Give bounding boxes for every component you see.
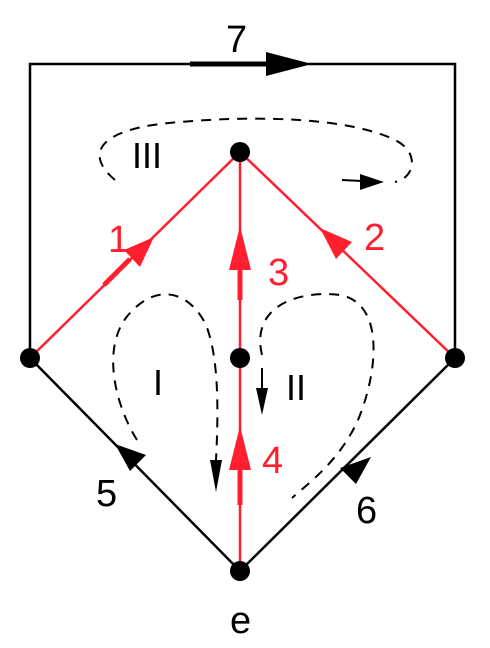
edge-7 [28, 62, 457, 358]
edge-3-arrow [229, 226, 251, 270]
edge-1-arrow [124, 237, 154, 267]
loop-ii-arrow [256, 388, 268, 415]
vertex-bottom [230, 561, 250, 581]
edge-7-arrow [266, 52, 312, 76]
vertex-top [230, 142, 250, 162]
loop-iii-label: III [132, 135, 162, 176]
edge-1-label: 1 [108, 219, 129, 261]
edge-2-arrow [320, 228, 352, 259]
edge-4-label: 4 [262, 440, 283, 482]
edge-5-arrow [115, 444, 146, 471]
loop-i-arrow [210, 460, 222, 492]
vertex-left [20, 348, 40, 368]
edge-6-arrow [340, 457, 371, 484]
edge-2-label: 2 [364, 217, 385, 259]
vertex-right [445, 348, 465, 368]
loop-iii-arrow-shaft [341, 179, 363, 182]
loop-ii-label: II [286, 367, 306, 408]
vertex-center [230, 348, 250, 368]
edge-2 [239, 151, 456, 359]
edge-3-label: 3 [268, 252, 289, 294]
edge-7-label: 7 [226, 19, 247, 61]
loop-i-path [112, 293, 219, 461]
edge-6-label: 6 [356, 490, 377, 532]
loop-iii-arrow [360, 174, 384, 190]
edge-6 [239, 357, 456, 572]
edge-5-label: 5 [96, 473, 117, 515]
edge-1-arrow-shaft [102, 257, 132, 287]
loop-ii-path [259, 293, 375, 499]
edge-4-arrow [229, 426, 251, 470]
vertex-bottom-label: e [230, 600, 251, 642]
loop-i-label: I [153, 362, 163, 403]
loop-iii-path [98, 117, 413, 183]
